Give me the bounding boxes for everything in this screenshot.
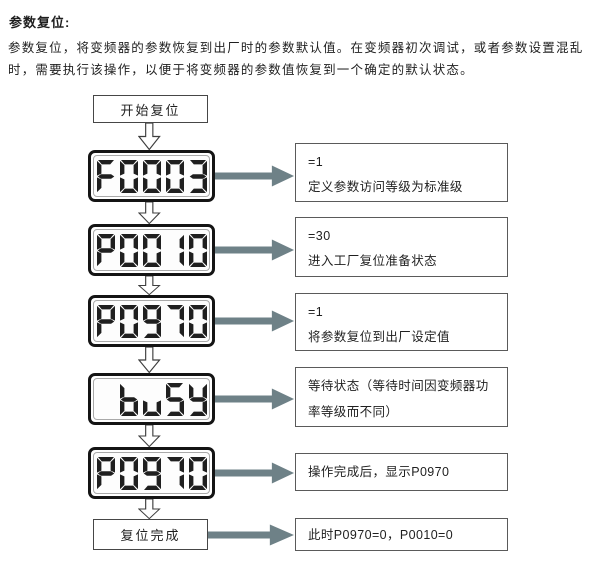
note-value: =30	[308, 229, 331, 243]
lcd-screen	[93, 300, 210, 342]
lcd-display-busy	[88, 373, 215, 425]
right-arrow-icon	[208, 524, 294, 546]
note-box-p0010: =30 进入工厂复位准备状态	[295, 217, 508, 277]
down-arrow-icon	[138, 123, 161, 150]
page-title: 参数复位:	[9, 15, 71, 30]
lcd-screen	[93, 452, 210, 494]
start-box: 开始复位	[93, 95, 208, 123]
lcd-display-p0970-done	[88, 447, 215, 499]
down-arrow-icon	[138, 499, 161, 519]
right-arrow-icon	[215, 462, 295, 484]
lcd-display-f0003	[88, 150, 215, 202]
right-arrow-icon	[215, 239, 295, 261]
note-text: 此时P0970=0，P0010=0	[308, 527, 454, 542]
end-box: 复位完成	[93, 519, 208, 550]
note-box-end: 此时P0970=0，P0010=0	[295, 518, 508, 551]
intro-paragraph: 参数复位，将变频器的参数恢复到出厂时的参数默认值。在变频器初次调试，或者参数设置…	[8, 41, 584, 77]
note-text: 进入工厂复位准备状态	[308, 254, 438, 268]
lcd-screen	[93, 378, 210, 420]
lcd-screen	[93, 155, 210, 197]
note-text: 等待状态（等待时间因变频器功率等级而不同）	[308, 379, 489, 419]
lcd-display-p0970	[88, 295, 215, 347]
lcd-screen	[93, 229, 210, 271]
note-box-f0003: =1 定义参数访问等级为标准级	[295, 143, 508, 202]
lcd-display-p0010	[88, 224, 215, 276]
down-arrow-icon	[138, 202, 161, 224]
down-arrow-icon	[138, 425, 161, 447]
note-box-complete: 操作完成后，显示P0970	[295, 453, 508, 491]
start-box-label: 开始复位	[120, 102, 181, 118]
note-value: =1	[308, 155, 324, 169]
right-arrow-icon	[215, 388, 295, 410]
end-box-label: 复位完成	[120, 528, 181, 543]
note-value: =1	[308, 305, 324, 319]
note-text: 定义参数访问等级为标准级	[308, 180, 463, 194]
note-text: 操作完成后，显示P0970	[308, 465, 450, 479]
down-arrow-icon	[138, 347, 161, 373]
right-arrow-icon	[215, 165, 295, 187]
down-arrow-icon	[138, 276, 161, 295]
note-box-p0970: =1 将参数复位到出厂设定值	[295, 293, 508, 351]
note-box-busy: 等待状态（等待时间因变频器功率等级而不同）	[295, 367, 508, 427]
right-arrow-icon	[215, 310, 295, 332]
note-text: 将参数复位到出厂设定值	[308, 330, 450, 344]
